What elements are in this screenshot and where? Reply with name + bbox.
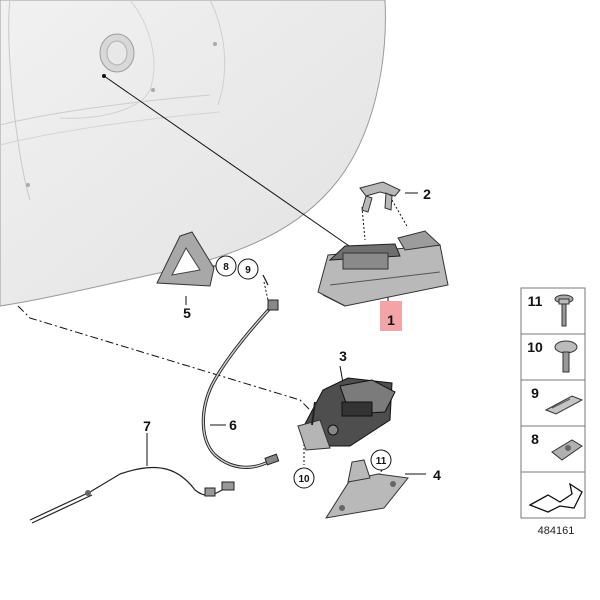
- part-5-grip[interactable]: [156, 231, 215, 287]
- callout-8[interactable]: 8: [223, 262, 229, 273]
- part-7-release-rod[interactable]: [29, 466, 235, 524]
- callout-11[interactable]: 11: [376, 456, 387, 467]
- legend-cell-11[interactable]: [520, 287, 586, 335]
- part-6-cable[interactable]: [201, 274, 280, 469]
- callout-9[interactable]: 9: [245, 265, 251, 276]
- callout-7[interactable]: 7: [143, 418, 151, 434]
- vehicle-direction-arrow-icon: [528, 482, 583, 513]
- circle-11: [370, 449, 392, 471]
- legend-number-11: 11: [528, 293, 543, 309]
- callout-10[interactable]: 10: [298, 474, 310, 485]
- highlight-box: [380, 301, 402, 331]
- document-number: 484161: [538, 525, 575, 537]
- callouts: 1 2 3 4 5 6 7 8 9 10 11: [143, 186, 441, 489]
- circle-10: [293, 467, 315, 489]
- callout-2[interactable]: 2: [423, 186, 431, 202]
- legend-number-10: 10: [527, 339, 543, 355]
- legend-number-8: 8: [531, 431, 539, 447]
- part-3-latch[interactable]: [297, 377, 396, 451]
- fastener-legend: 11 10 9 8: [520, 287, 586, 519]
- part-4-striker[interactable]: [324, 459, 409, 519]
- circle-9: [237, 258, 259, 280]
- part-1-handle-switch[interactable]: [317, 230, 449, 307]
- part-2-bracket[interactable]: [359, 181, 401, 213]
- callout-5[interactable]: 5: [183, 305, 191, 321]
- legend-number-9: 9: [531, 385, 539, 401]
- callout-6[interactable]: 6: [229, 417, 237, 433]
- flat-clip-icon: [544, 395, 584, 415]
- screw-with-washer-icon: [554, 294, 574, 327]
- callout-4[interactable]: 4: [433, 467, 441, 483]
- legend-cell-10[interactable]: [520, 333, 586, 381]
- callout-1[interactable]: 1: [387, 312, 395, 328]
- pan-head-screw-icon: [554, 340, 578, 373]
- callout-3[interactable]: 3: [339, 348, 347, 364]
- circle-8: [215, 255, 237, 277]
- spring-nut-icon: [551, 439, 583, 461]
- tailgate-panel: [0, 0, 386, 307]
